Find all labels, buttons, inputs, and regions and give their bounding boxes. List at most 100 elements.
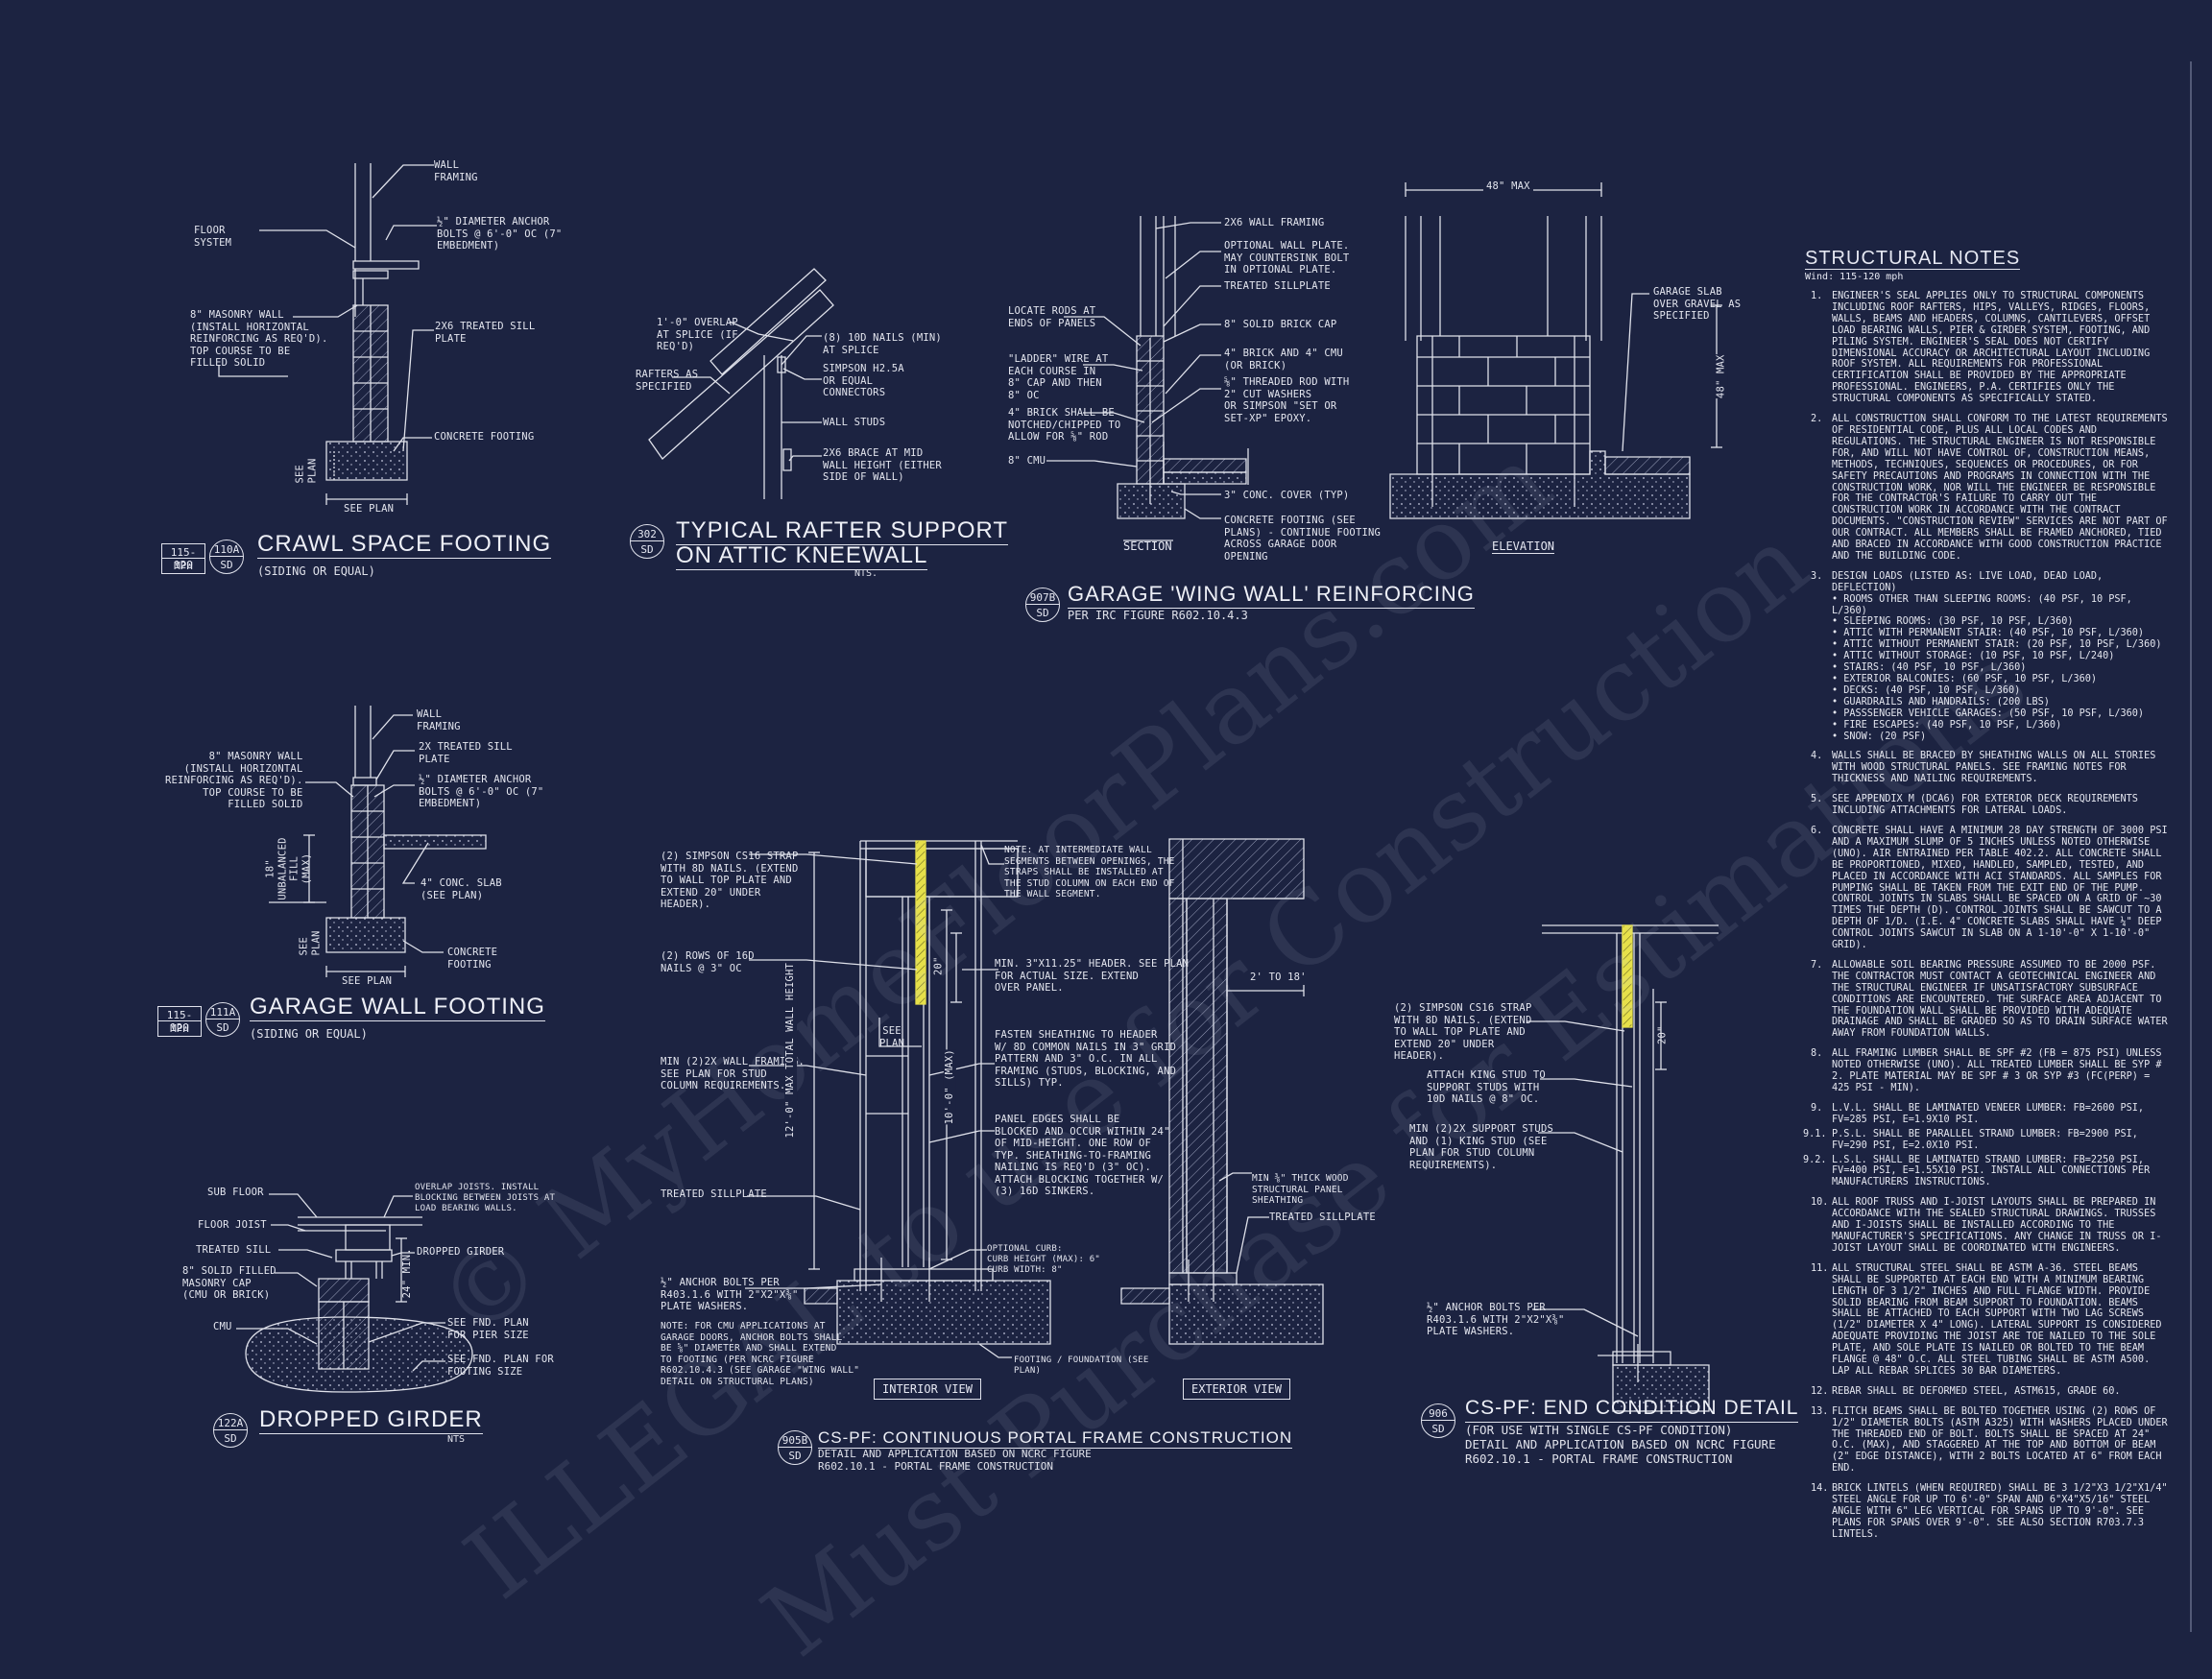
wing-footing-label: CONCRETE FOOTING (SEE PLANS) - CONTINUE … [1224,515,1382,563]
portal-bubble-bottom: SD [788,1450,802,1462]
wing-title: Garage 'Wing Wall' Reinforcing [1068,582,1475,609]
structural-note-text: L.V.L. SHALL BE LAMINATED VENEER LUMBER:… [1832,1102,2145,1125]
end-dim20-label: 20" [1656,1025,1669,1045]
wing-bubble-bottom: SD [1036,607,1049,619]
structural-note-text: FLITCH BEAMS SHALL BE BOLTED TOGETHER US… [1832,1405,2168,1475]
wing-locate-label: LOCATE RODS AT ENDS OF PANELS [1008,305,1096,329]
portal-anchor-label: ½" ANCHOR BOLTS PER R403.1.6 WITH 2"x2"x… [661,1277,799,1312]
structural-note-text: ALL ROOF TRUSS AND I-JOIST LAYOUTS SHALL… [1832,1197,2162,1254]
portal-footing-label: FOOTING / FOUNDATION (SEE PLAN) [1014,1355,1149,1376]
structural-note: 7. ALLOWABLE SOIL BEARING PRESSURE ASSUME… [1805,960,2170,1040]
girder-overlap-label: OVERLAP JOISTS. INSTALL BLOCKING BETWEEN… [415,1183,556,1213]
structural-note: 12.REBAR SHALL BE DEFORMED STEEL, ASTM61… [1805,1386,2170,1398]
girder-sill-label: TREATED SILL [196,1244,272,1256]
end-detail-bubble: 906 SD [1421,1403,1455,1438]
wing-cover-label: 3" CONC. COVER (TYP) [1224,490,1350,501]
wing-detail-bubble: 907B SD [1025,588,1060,622]
rafter-support-drawing [649,269,833,499]
girder-bubble-bottom: SD [224,1432,237,1445]
structural-note: 9.L.V.L. SHALL BE LAMINATED VENEER LUMBE… [1805,1103,2170,1126]
crawl-space-footing-drawing [219,163,437,505]
crawl-anchor-label: ½" DIAMETER ANCHOR BOLTS @ 6'-0" OC (7" … [437,216,563,252]
portal-sill-right-label: TREATED SILLPLATE [1269,1211,1376,1223]
crawl-subtitle: (SIDING OR EQUAL) [257,564,375,578]
girder-min24-label: 24" MIN. [400,1248,413,1299]
structural-note-text: SEE APPENDIX M (DCA6) FOR EXTERIOR DECK … [1832,794,2138,817]
girder-dropped-label: DROPPED GIRDER [417,1246,505,1258]
structural-note-number: 7. [1811,959,1823,971]
structural-note-text: P.S.L. SHALL BE PARALLEL STRAND LUMBER: … [1832,1128,2138,1151]
rafter-overlap-label: 1'-0" OVERLAP AT SPLICE (IF REQ'D) [657,317,738,352]
girder-title: Dropped Girder [259,1406,483,1434]
portal-sill-left-label: TREATED SILLPLATE [661,1188,767,1200]
crawl-floor-system-label: FLOOR SYSTEM [194,225,232,249]
rafter-bubble-top: 302 [637,528,657,540]
structural-note-text: DESIGN LOADS (LISTED AS: LIVE LOAD, DEAD… [1832,570,2162,742]
garage-wall-framing-label: WALL FRAMING [417,708,461,732]
structural-note: 8.ALL FRAMING LUMBER SHALL BE SPF #2 (Fb… [1805,1048,2170,1094]
structural-note-text: REBAR SHALL BE DEFORMED STEEL, ASTM615, … [1832,1385,2121,1397]
end-king-label: ATTACH KING STUD TO SUPPORT STUDS WITH 1… [1427,1069,1546,1105]
structural-notes-wind: Wind: 115-120 mph [1805,272,1904,282]
portal-bubble-top: 905B [781,1434,808,1447]
portal-strap-label: (2) SIMPSON CS16 STRAP WITH 8d NAILS. (E… [661,851,799,910]
end-bubble-bottom: SD [1431,1423,1445,1435]
structural-note: 5.SEE APPENDIX M (DCA6) FOR EXTERIOR DEC… [1805,794,2170,817]
portal-interior-view-label: INTERIOR VIEW [874,1379,981,1400]
garage-anchor-label: ½" DIAMETER ANCHOR BOLTS @ 6'-0" OC (7" … [419,774,544,809]
structural-note-text: ALL CONSTRUCTION SHALL CONFORM TO THE LA… [1832,414,2168,562]
structural-note-number: 11. [1811,1262,1829,1274]
structural-notes-panel: Structural Notes Wind: 115-120 mph 1.ENG… [1803,248,2170,1541]
wing-treated-label: TREATED SILLPLATE [1224,280,1331,292]
garage-bubble-top: 111A [209,1006,236,1019]
end-subtitle: (FOR USE WITH SINGLE CS-PF CONDITION) DE… [1465,1423,1776,1466]
structural-note-text: ENGINEER'S SEAL APPLIES ONLY TO STRUCTUR… [1832,291,2151,405]
portal-range-label: 2' TO 18' [1250,971,1307,983]
portal-exterior-view-label: EXTERIOR VIEW [1183,1379,1290,1400]
girder-joist-label: FLOOR JOIST [198,1219,267,1231]
dropped-girder-drawing [236,1194,472,1392]
structural-note-number: 3. [1811,570,1823,582]
structural-note-number: 9.1. [1803,1128,1827,1139]
structural-note: 13.FLITCH BEAMS SHALL BE BOLTED TOGETHER… [1805,1406,2170,1475]
wing-48max-vertical: 48" MAX [1715,354,1728,399]
garage-wind-tag: 115-120 MPH [157,1006,202,1037]
girder-footing-label: SEE FND. PLAN FOR FOOTING SIZE [447,1354,554,1378]
crawl-footing-label: CONCRETE FOOTING [434,431,535,443]
structural-note-number: 9.2. [1803,1154,1827,1165]
wing-bubble-top: 907B [1029,591,1056,604]
portal-detail-bubble: 905B SD [778,1430,812,1465]
crawl-masonry-label: 8" MASONRY WALL (INSTALL HORIZONTAL REIN… [190,309,328,369]
wing-brick4-label: 4" BRICK AND 4" CMU (OR BRICK) [1224,348,1343,372]
wing-notched-label: 4" BRICK SHALL BE NOTCHED/CHIPPED TO ALL… [1008,407,1121,443]
portal-see-plan-label: SEE PLAN [879,1025,905,1049]
crawl-wind-tag: 115-120 MPH [161,543,205,574]
girder-nts: NTS [447,1434,466,1445]
garage-mph-top: 115-120 [166,1009,193,1034]
wing-cmu-label: 8" CMU [1008,455,1046,467]
structural-note: 14.BRICK LINTELS (WHEN REQUIRED) SHALL B… [1805,1483,2170,1541]
structural-note: 6.CONCRETE SHALL HAVE A MINIMUM 28 DAY S… [1805,826,2170,951]
structural-note-text: ALL STRUCTURAL STEEL SHALL BE ASTM A-36.… [1832,1262,2162,1377]
structural-note: 9.2.L.S.L. SHALL BE LAMINATED STRAND LUM… [1803,1154,2170,1189]
girder-cmu-label: CMU [213,1321,232,1332]
garage-title: Garage Wall Footing [250,994,545,1021]
crawl-mph-top: 115-120 [170,546,197,571]
rafter-studs-label: WALL STUDS [823,417,886,428]
garage-see-plan-vertical: SEE PLAN [298,930,323,956]
structural-note: 9.1. P.S.L. SHALL BE PARALLEL STRAND LUMB… [1803,1128,2170,1152]
portal-fasten-label: FASTEN SHEATHING TO HEADER W/ 8d COMMON … [995,1029,1177,1089]
portal-note-label: NOTE: AT INTERMEDIATE WALL SEGMENTS BETW… [1004,845,1175,899]
structural-note-text: ALLOWABLE SOIL BEARING PRESSURE ASSUMED … [1832,959,2168,1040]
wing-ladder-label: "LADDER" WIRE AT EACH COURSE IN 8" CAP A… [1008,353,1109,401]
garage-footing-label: CONCRETE FOOTING [447,947,498,971]
end-title: CS-PF: End Condition Detail [1465,1396,1799,1423]
structural-note-number: 2. [1811,414,1823,425]
rafter-detail-bubble: 302 SD [630,524,664,559]
wing-slab-label: GARAGE SLAB OVER GRAVEL AS SPECIFIED [1653,286,1742,322]
girder-subfloor-label: SUB FLOOR [207,1187,264,1198]
rafter-nts: NTS. [854,568,878,579]
portal-height-label: 12'-0" MAX TOTAL WALL HEIGHT [784,962,797,1139]
garage-subtitle: (SIDING OR EQUAL) [250,1027,368,1041]
